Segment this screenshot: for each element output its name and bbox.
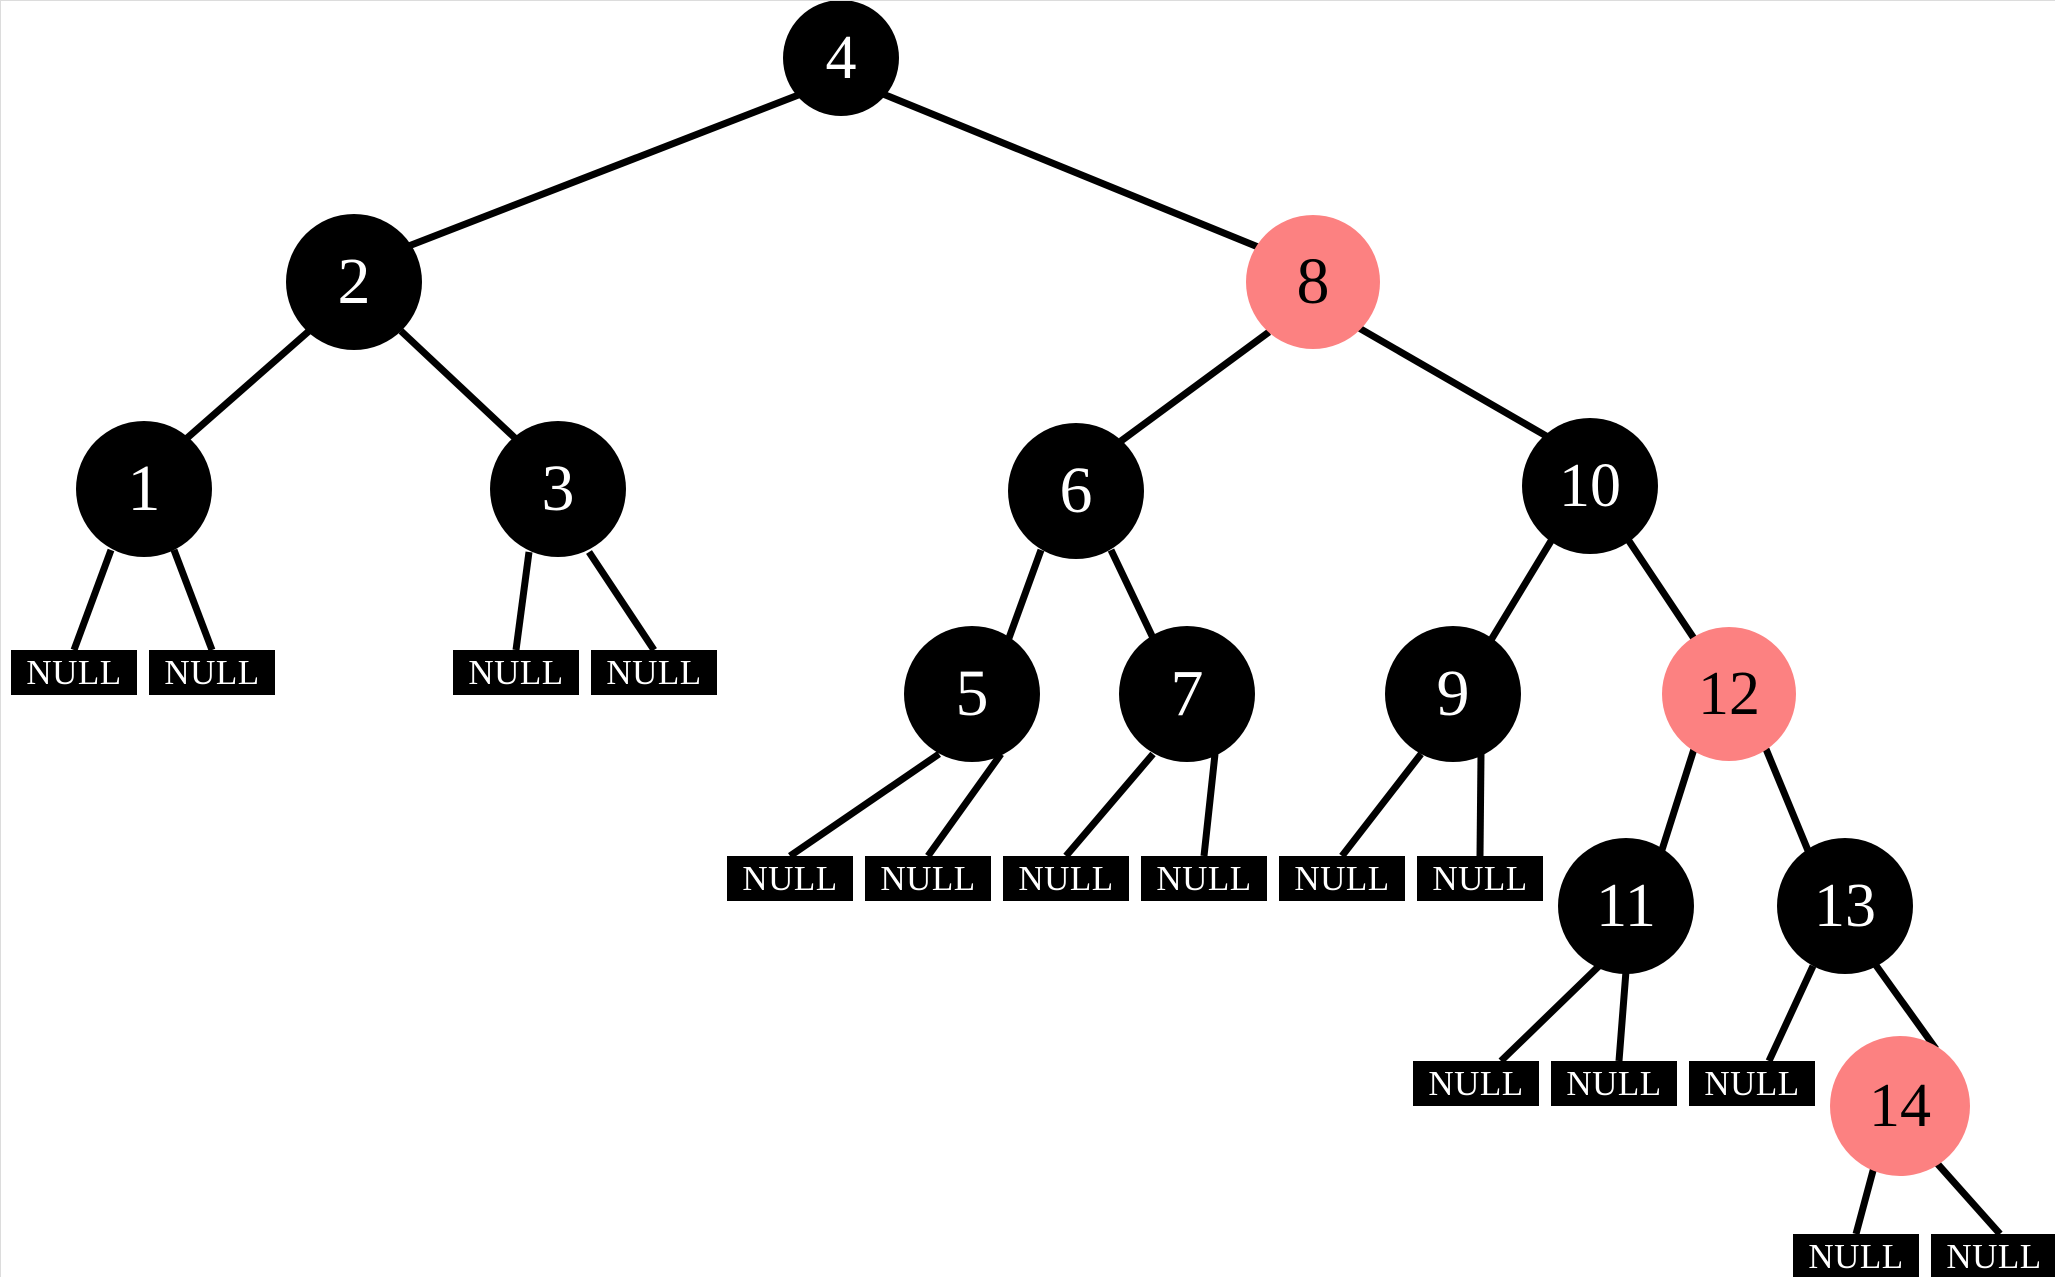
tree-node-3[interactable]: 3: [490, 421, 626, 557]
null-leaf-label: NULL: [164, 653, 260, 692]
tree-node-label: 3: [541, 452, 575, 525]
null-leaf-label: NULL: [742, 859, 838, 898]
tree-edge-n1-L1: [70, 548, 115, 652]
tree-node-label: 2: [337, 245, 371, 318]
tree-edge-n10-n9: [1488, 539, 1554, 642]
null-leaf-label: NULL: [1428, 1064, 1524, 1103]
null-leaf-label: NULL: [1704, 1064, 1800, 1103]
tree-edge-n12-n11: [1657, 747, 1698, 855]
tree-node-label: 9: [1436, 657, 1470, 730]
tree-node-label: 8: [1296, 245, 1330, 318]
null-leaf: NULL: [1931, 1234, 2055, 1277]
null-leaf: NULL: [453, 650, 579, 695]
null-leaf-label: NULL: [1432, 859, 1528, 898]
tree-edge-n5-L6: [925, 751, 1004, 859]
tree-node-11[interactable]: 11: [1558, 838, 1694, 974]
null-leaf: NULL: [1551, 1061, 1677, 1106]
tree-node-9[interactable]: 9: [1385, 626, 1521, 762]
tree-edge-n4-n8: [881, 90, 1265, 253]
tree-edge-n7-L7: [1063, 751, 1156, 859]
tree-edge-n3-L3: [512, 551, 533, 651]
null-leaf-label: NULL: [1566, 1064, 1662, 1103]
tree-edge-n12-n13: [1762, 747, 1813, 855]
tree-node-label: 12: [1698, 660, 1760, 728]
null-leaf: NULL: [591, 650, 717, 695]
tree-node-14[interactable]: 14: [1830, 1036, 1970, 1176]
null-leaf: NULL: [1689, 1061, 1815, 1106]
tree-edge-n9-L9: [1339, 751, 1424, 859]
null-leaf-label: NULL: [1808, 1237, 1904, 1276]
null-leaf-label: NULL: [1946, 1237, 2042, 1276]
tree-node-label: 11: [1596, 872, 1656, 940]
null-leaf: NULL: [1003, 856, 1129, 901]
null-leaf-label: NULL: [880, 859, 976, 898]
null-leaf: NULL: [1793, 1234, 1919, 1277]
null-leaf: NULL: [149, 650, 275, 695]
tree-edge-n1-L2: [170, 548, 216, 652]
tree-edge-n8-n6: [1118, 329, 1272, 444]
tree-node-2[interactable]: 2: [286, 214, 422, 350]
tree-node-label: 7: [1170, 657, 1204, 730]
tree-node-label: 10: [1559, 452, 1621, 520]
tree-edge-n14-L15: [1932, 1158, 2003, 1237]
tree-node-10[interactable]: 10: [1522, 418, 1658, 554]
tree-edge-n7-L8: [1200, 753, 1219, 857]
tree-node-label: 1: [127, 452, 161, 525]
tree-edge-n6-n5: [1005, 548, 1045, 640]
tree-edge-n11-L11: [1498, 963, 1602, 1064]
tree-node-8[interactable]: 8: [1246, 215, 1380, 349]
tree-edge-n14-L14: [1852, 1166, 1878, 1235]
tree-node-label: 13: [1814, 872, 1876, 940]
null-leaf-label: NULL: [1294, 859, 1390, 898]
tree-edge-n2-n1: [183, 328, 312, 442]
null-leaf: NULL: [1413, 1061, 1539, 1106]
tree-node-label: 14: [1869, 1072, 1931, 1140]
tree-node-4[interactable]: 4: [783, 1, 899, 116]
null-leaf-label: NULL: [606, 653, 702, 692]
tree-edge-n5-L5: [788, 751, 941, 859]
tree-edge-n10-n12: [1626, 539, 1698, 642]
tree-node-7[interactable]: 7: [1119, 626, 1255, 762]
tree-edge-n6-n7: [1107, 548, 1157, 640]
null-leaf-label: NULL: [26, 653, 122, 692]
null-leaf: NULL: [865, 856, 991, 901]
tree-node-label: 5: [955, 657, 989, 730]
tree-edge-n13-L13: [1765, 964, 1817, 1063]
null-leaf-label: NULL: [468, 653, 564, 692]
tree-edge-n9-L10: [1476, 753, 1485, 857]
tree-node-1[interactable]: 1: [76, 421, 212, 557]
tree-edge-n4-n2: [399, 90, 803, 253]
null-leaf-label: NULL: [1156, 859, 1252, 898]
null-leaf-label: NULL: [1018, 859, 1114, 898]
tree-edge-n11-L12: [1615, 970, 1630, 1062]
tree-node-label: 4: [825, 24, 857, 92]
null-leaf: NULL: [727, 856, 853, 901]
tree-edge-n2-n3: [398, 328, 519, 442]
null-leaf: NULL: [1141, 856, 1267, 901]
null-leaf: NULL: [1279, 856, 1405, 901]
tree-node-13[interactable]: 13: [1777, 838, 1913, 974]
tree-edge-n8-n10: [1357, 324, 1550, 441]
tree-edge-n3-L4: [586, 550, 657, 652]
null-leaf: NULL: [1417, 856, 1543, 901]
tree-node-5[interactable]: 5: [904, 626, 1040, 762]
tree-node-12[interactable]: 12: [1662, 627, 1796, 761]
tree-node-6[interactable]: 6: [1008, 423, 1144, 559]
null-leaf: NULL: [11, 650, 137, 695]
tree-node-label: 6: [1059, 454, 1093, 527]
